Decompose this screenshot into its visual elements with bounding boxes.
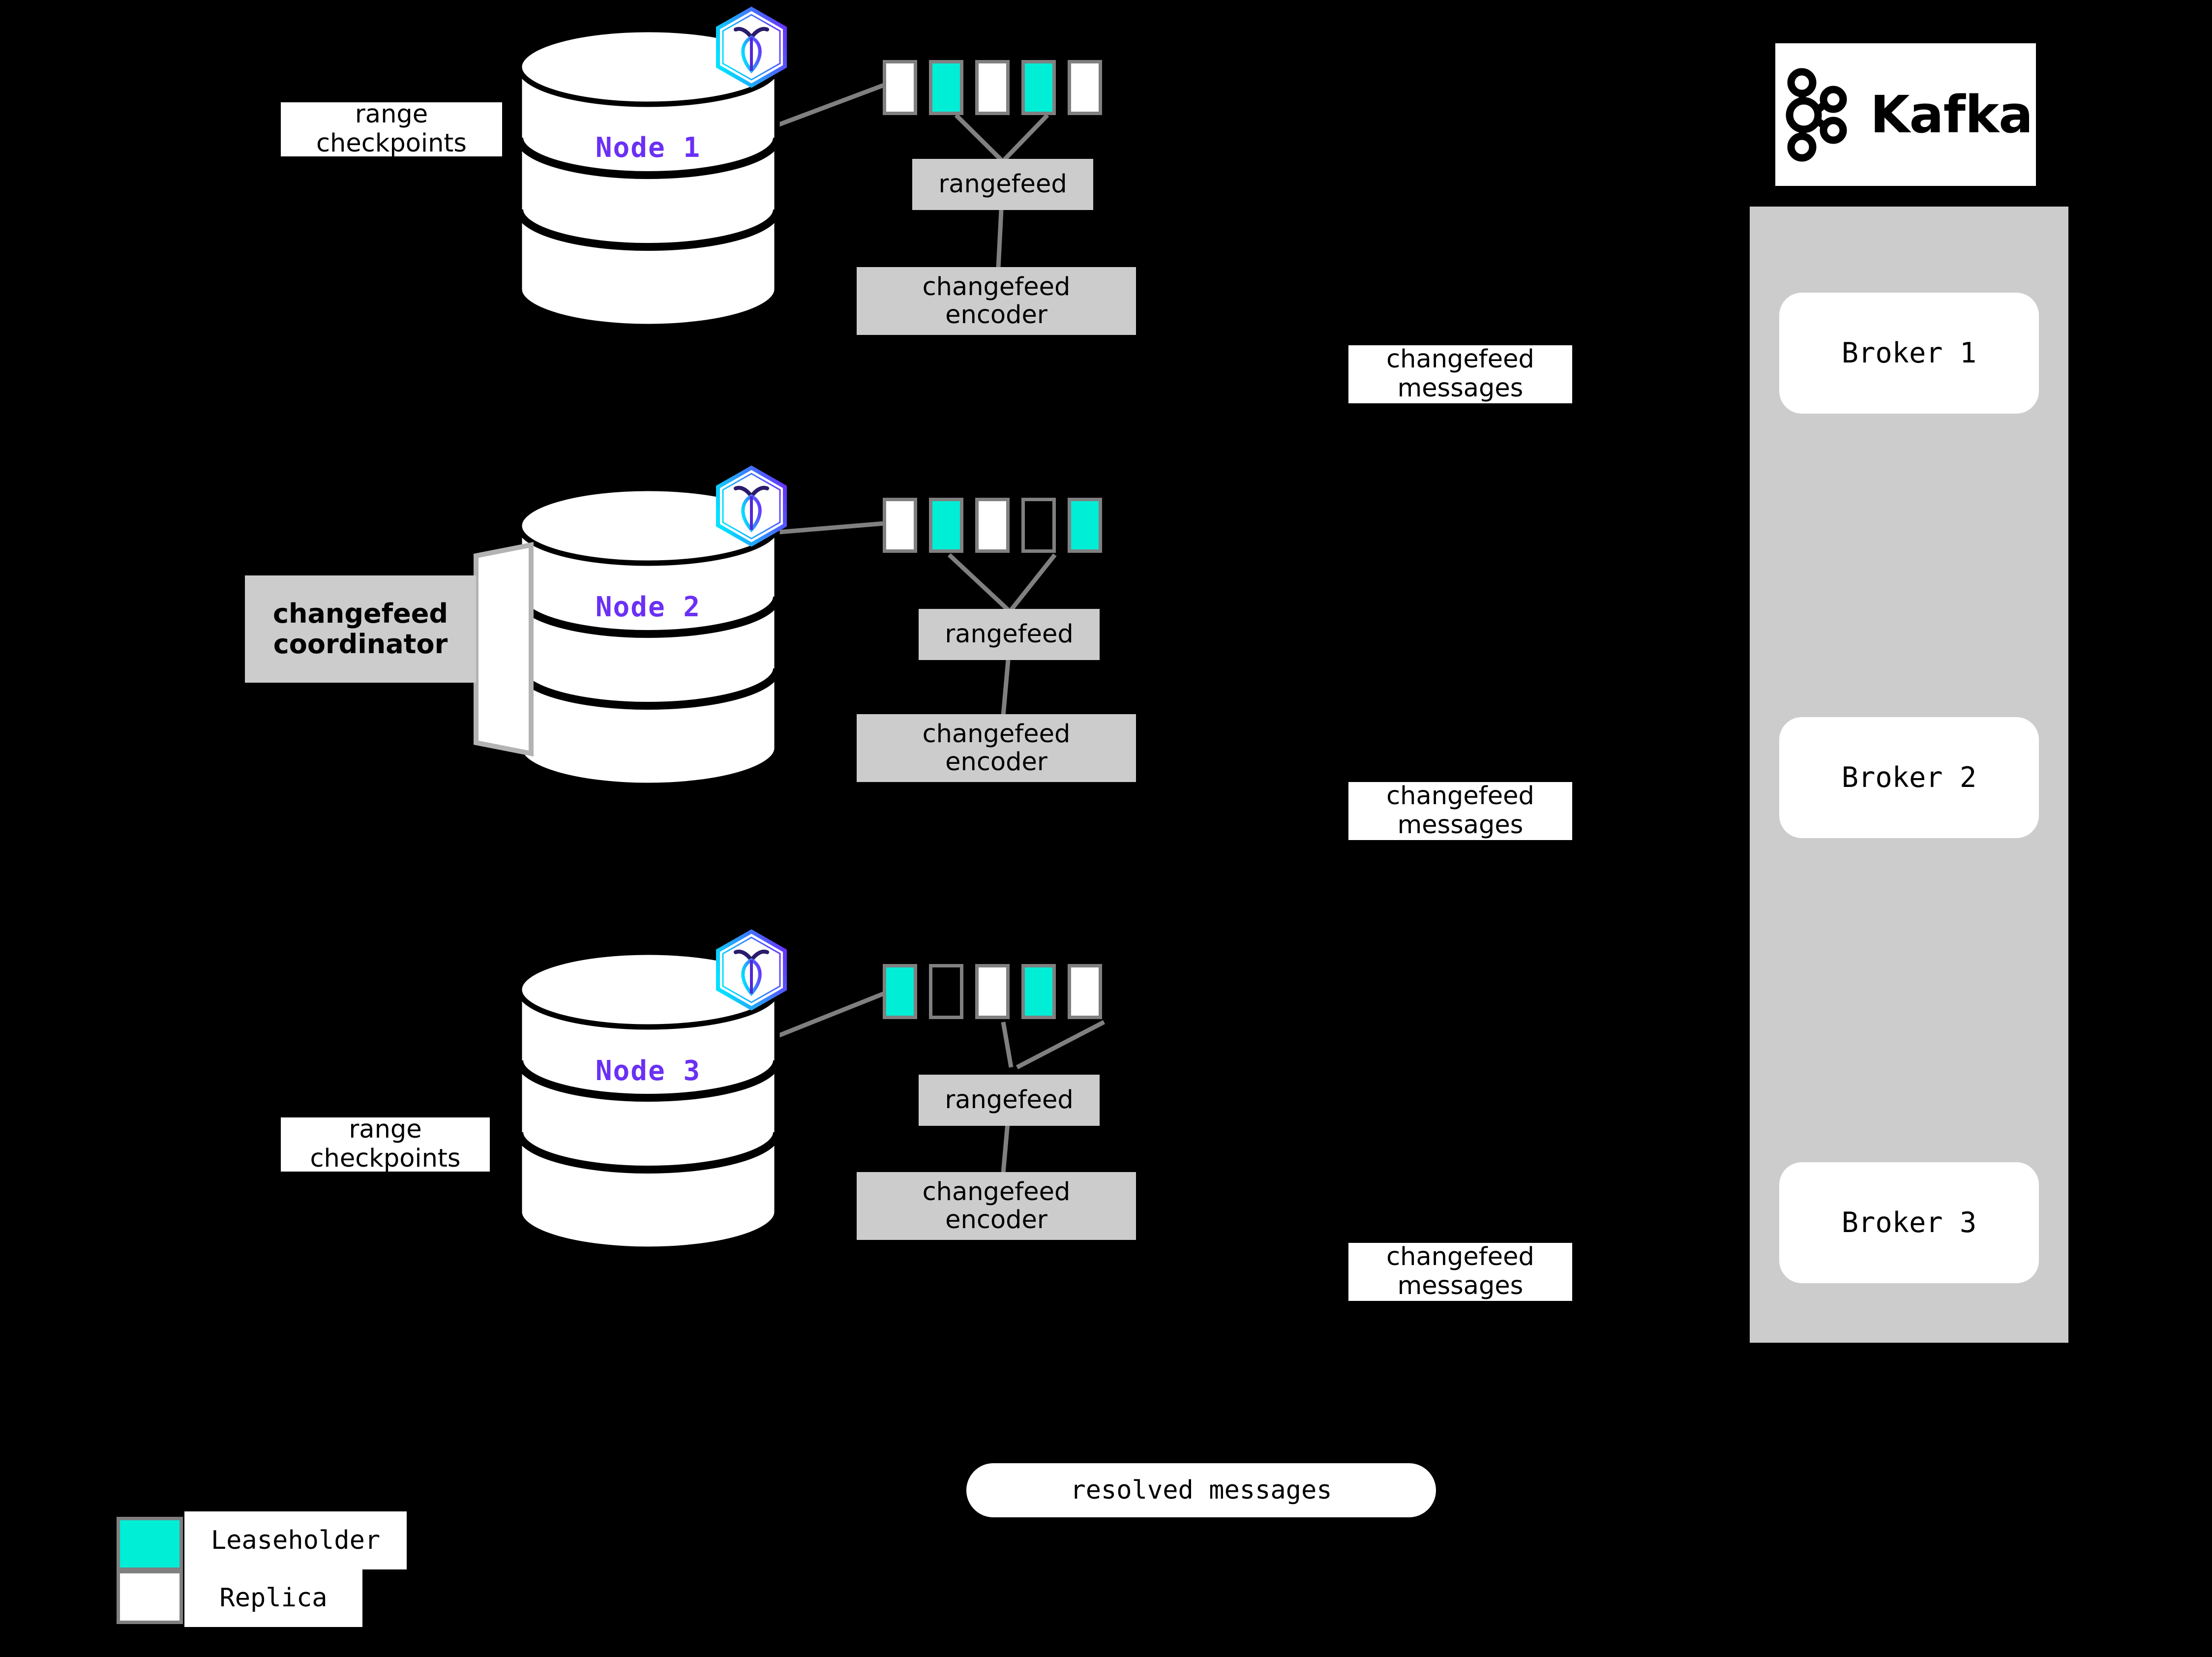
- node-1-label: Node 1: [595, 132, 701, 164]
- coordinator-connector-panel: [474, 542, 534, 757]
- node-1-range-checkpoints-label: range checkpoints: [281, 100, 502, 158]
- replica-box[interactable]: [883, 498, 917, 553]
- replica-box[interactable]: [1068, 964, 1102, 1019]
- node-1-cylinder: [515, 26, 781, 331]
- replica-box[interactable]: [1068, 60, 1102, 115]
- replica-box[interactable]: [883, 964, 917, 1019]
- replica-box[interactable]: [929, 964, 963, 1019]
- node-1-rangefeed-box[interactable]: rangefeed: [912, 159, 1093, 210]
- kafka-logo-icon: [1786, 68, 1847, 161]
- node-3-changefeed-encoder-box[interactable]: changefeed encoder: [857, 1172, 1136, 1240]
- changefeed-messages-label-1: changefeed messages: [1348, 345, 1572, 403]
- node-3-replica-row: [883, 964, 1114, 1019]
- legend-swatch-leaseholder: [117, 1517, 183, 1571]
- changefeed-messages-label-3: changefeed messages: [1348, 1243, 1572, 1301]
- replica-box[interactable]: [975, 498, 1010, 553]
- cockroachdb-logo-icon: [712, 6, 791, 94]
- node-3-range-checkpoints-label: range checkpoints: [281, 1115, 490, 1173]
- changefeed-messages-label-2: changefeed messages: [1348, 782, 1572, 840]
- broker-1-box[interactable]: Broker 1: [1779, 293, 2039, 414]
- replica-box[interactable]: [883, 60, 917, 115]
- kafka-logo-box: Kafka: [1775, 43, 2036, 186]
- replica-box[interactable]: [929, 60, 963, 115]
- node-3-rangefeed-box[interactable]: rangefeed: [919, 1075, 1100, 1126]
- replica-box[interactable]: [1021, 60, 1056, 115]
- legend-label-replica: Replica: [184, 1569, 362, 1627]
- resolved-messages-pill: resolved messages: [966, 1463, 1436, 1517]
- legend-swatch-replica: [117, 1570, 183, 1624]
- node-1-replica-row: [883, 60, 1114, 115]
- replica-box[interactable]: [1021, 498, 1056, 553]
- kafka-wordmark: Kafka: [1870, 85, 2033, 145]
- cockroachdb-logo-icon: [712, 929, 791, 1017]
- broker-3-box[interactable]: Broker 3: [1779, 1162, 2039, 1283]
- legend-label-leaseholder: Leaseholder: [184, 1511, 407, 1569]
- broker-2-box[interactable]: Broker 2: [1779, 717, 2039, 838]
- changefeed-coordinator-box[interactable]: changefeed coordinator: [245, 575, 476, 683]
- replica-box[interactable]: [975, 60, 1010, 115]
- node-2-cylinder: [515, 484, 781, 789]
- node-2-changefeed-encoder-box[interactable]: changefeed encoder: [857, 714, 1136, 782]
- cockroachdb-logo-icon: [712, 465, 791, 553]
- node-2-label: Node 2: [595, 591, 701, 623]
- replica-box[interactable]: [1068, 498, 1102, 553]
- replica-box[interactable]: [1021, 964, 1056, 1019]
- replica-box[interactable]: [975, 964, 1010, 1019]
- node-3-label: Node 3: [595, 1055, 701, 1087]
- node-1-changefeed-encoder-box[interactable]: changefeed encoder: [857, 267, 1136, 335]
- node-2-replica-row: [883, 498, 1114, 553]
- node-3-cylinder: [515, 948, 781, 1253]
- replica-box[interactable]: [929, 498, 963, 553]
- node-2-rangefeed-box[interactable]: rangefeed: [919, 609, 1100, 660]
